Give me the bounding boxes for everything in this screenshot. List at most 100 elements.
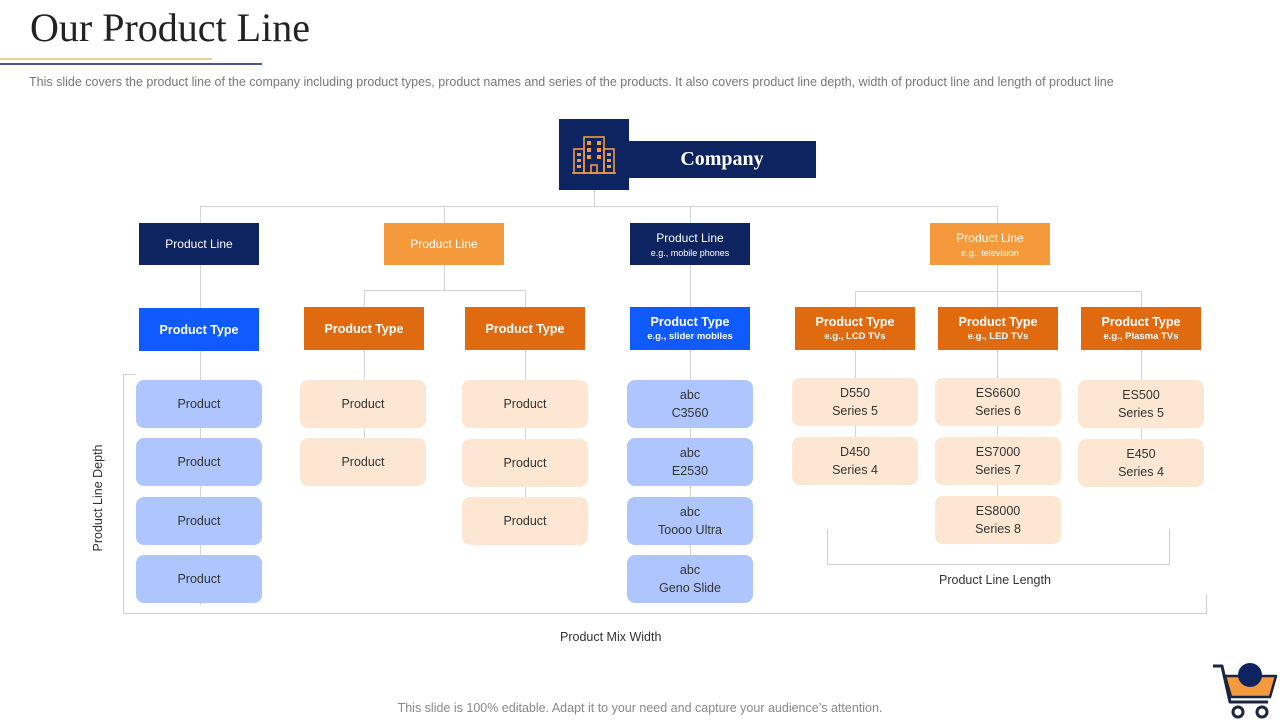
product-line-label: Product Line	[656, 230, 724, 245]
product-item-name: Product	[503, 396, 547, 411]
slide-description: This slide covers the product line of th…	[29, 75, 1114, 89]
connector	[200, 265, 201, 605]
product-type-label: Product Type	[324, 321, 404, 336]
product-type-label: Product Type	[159, 322, 239, 337]
product-item: Product	[300, 380, 426, 428]
product-type-example: e.g., LCD TVs	[824, 331, 886, 342]
connector	[1141, 291, 1142, 307]
depth-bracket	[123, 374, 136, 375]
title-underline	[0, 58, 262, 65]
product-item: ES500 Series 5	[1078, 380, 1204, 428]
connector	[444, 265, 445, 291]
product-item-name: Product	[177, 454, 221, 469]
product-line-box: Product Line e.g., mobile phones	[630, 223, 750, 265]
product-type-box: Product Type e.g., Plasma TVs	[1081, 307, 1201, 350]
width-bracket	[1206, 594, 1207, 614]
product-line-depth-label: Product Line Depth	[91, 444, 105, 552]
product-type-box: Product Type	[465, 307, 585, 350]
product-item-name: Product	[177, 396, 221, 411]
product-item-series: Series 5	[1118, 406, 1164, 420]
product-item-name: E450	[1126, 446, 1156, 461]
product-item: ES8000 Series 8	[935, 496, 1061, 544]
connector	[997, 206, 998, 224]
product-item-series: Series 4	[1118, 465, 1164, 479]
product-item-name: D550	[840, 385, 870, 400]
product-item-name: abc	[679, 562, 701, 577]
product-item-name: Product	[503, 455, 547, 470]
connector	[364, 290, 526, 291]
product-item-name: D450	[840, 444, 870, 459]
product-item: D550 Series 5	[792, 378, 918, 426]
product-item-series: Series 6	[975, 404, 1021, 418]
product-item-series: Series 4	[832, 463, 878, 477]
product-item-series: Series 8	[975, 522, 1021, 536]
building-icon	[572, 135, 616, 174]
product-item: Product	[300, 438, 426, 486]
product-item: abc Geno Slide	[627, 555, 753, 603]
product-item: D450 Series 4	[792, 437, 918, 485]
product-type-box: Product Type e.g., slider mobiles	[630, 307, 750, 350]
product-line-length-label: Product Line Length	[939, 573, 1051, 587]
product-line-label: Product Line	[410, 237, 478, 251]
product-type-example: e.g., slider mobiles	[647, 331, 733, 342]
product-type-label: Product Type	[485, 321, 565, 336]
product-item: Product	[462, 380, 588, 428]
width-bracket	[123, 613, 1207, 614]
product-type-label: Product Type	[815, 315, 895, 329]
product-item: ES6600 Series 6	[935, 378, 1061, 426]
product-item: abc Toooo Ultra	[627, 497, 753, 545]
connector	[997, 350, 998, 520]
product-item-series: Geno Slide	[659, 581, 721, 595]
product-type-label: Product Type	[650, 315, 730, 329]
product-item-name: ES7000	[975, 444, 1021, 459]
product-item-name: ES8000	[975, 503, 1021, 518]
product-item-name: Product	[341, 396, 385, 411]
product-item: E450 Series 4	[1078, 439, 1204, 487]
company-title: Company	[628, 141, 816, 178]
product-item-name: Product	[177, 571, 221, 586]
product-line-label: Product Line	[956, 230, 1024, 245]
product-type-box: Product Type e.g., LCD TVs	[795, 307, 915, 350]
product-item-series: Series 5	[832, 404, 878, 418]
product-item-name: abc	[679, 445, 701, 460]
product-line-box: Product Line	[139, 223, 259, 265]
footer-note: This slide is 100% editable. Adapt it to…	[397, 701, 883, 715]
product-item-name: abc	[679, 504, 701, 519]
connector	[855, 291, 856, 307]
product-item: Product	[136, 497, 262, 545]
product-line-box: Product Line	[384, 223, 504, 265]
length-bracket	[827, 564, 1170, 565]
product-item-name: ES6600	[975, 385, 1021, 400]
product-item-name: ES500	[1122, 387, 1160, 402]
product-item-series: E2530	[671, 464, 709, 478]
connector	[200, 206, 998, 207]
page-title: Our Product Line	[30, 5, 310, 50]
product-type-box: Product Type e.g., LED TVs	[938, 307, 1058, 350]
product-mix-width-label: Product Mix Width	[560, 630, 662, 644]
product-type-box: Product Type	[139, 308, 259, 351]
depth-bracket	[123, 374, 124, 614]
connector	[200, 206, 201, 224]
length-bracket	[827, 529, 828, 565]
connector	[525, 290, 526, 307]
product-type-box: Product Type	[304, 307, 424, 350]
connector	[997, 291, 998, 307]
product-line-label: Product Line	[165, 237, 233, 251]
connector	[444, 206, 445, 224]
connector	[997, 265, 998, 291]
product-type-example: e.g., Plasma TVs	[1103, 331, 1179, 342]
connector	[690, 206, 691, 224]
product-item: ES7000 Series 7	[935, 437, 1061, 485]
product-item-name: abc	[679, 387, 701, 402]
connector	[690, 265, 691, 600]
product-type-example: e.g., LED TVs	[967, 331, 1029, 342]
length-bracket	[1169, 529, 1170, 565]
product-item: Product	[136, 380, 262, 428]
connector	[364, 290, 365, 307]
product-type-label: Product Type	[958, 315, 1038, 329]
company-icon-box	[559, 119, 629, 190]
product-item: abc E2530	[627, 438, 753, 486]
product-item-name: Product	[503, 513, 547, 528]
product-item: Product	[462, 497, 588, 545]
connector	[594, 190, 595, 207]
